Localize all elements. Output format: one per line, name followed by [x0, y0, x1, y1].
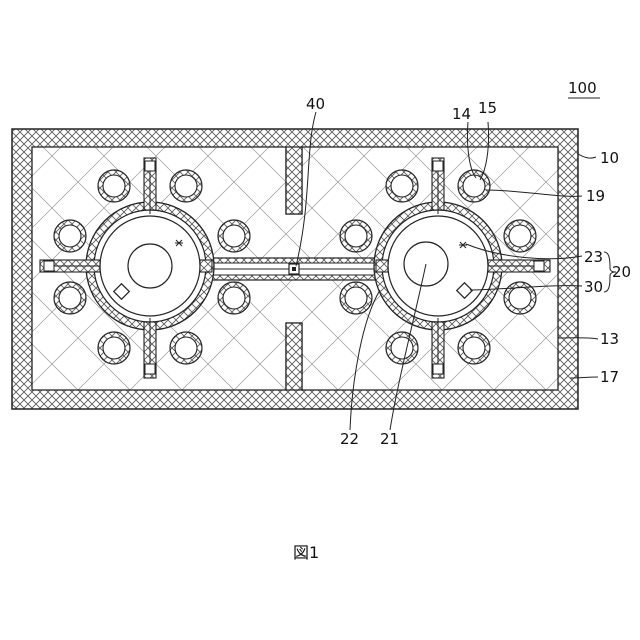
label-14: 14	[452, 105, 471, 123]
label-30: 30	[584, 278, 603, 296]
label-17: 17	[600, 368, 619, 386]
slot-bottom	[286, 323, 302, 390]
figure-caption: 図1	[293, 543, 319, 562]
label-10: 10	[600, 149, 619, 167]
label-23: 23	[584, 248, 603, 266]
label-19: 19	[586, 187, 605, 205]
label-100: 100	[568, 79, 597, 97]
label-20: 20	[612, 263, 631, 281]
label-22: 22	[340, 430, 359, 448]
slot-top	[286, 147, 302, 214]
label-40: 40	[306, 95, 325, 113]
bridge-40	[208, 258, 384, 280]
label-15: 15	[478, 99, 497, 117]
label-13: 13	[600, 330, 619, 348]
label-21: 21	[380, 430, 399, 448]
